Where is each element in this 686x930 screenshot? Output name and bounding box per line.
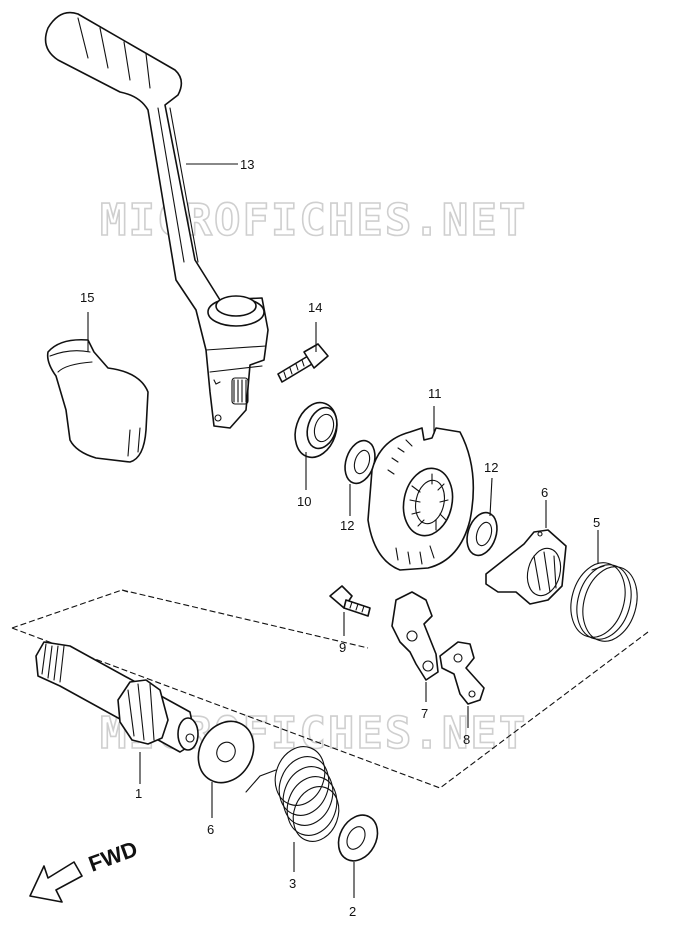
callout-13: 13 [240,157,254,172]
thrust-washer-right [466,511,498,557]
guide-plate [439,641,485,705]
fwd-label: FWD [85,836,141,877]
oil-seal [294,401,338,459]
callout-6-washer: 6 [207,822,214,837]
callout-14: 14 [308,300,322,315]
arrow-left-down-icon [29,861,83,903]
kick-shaft [35,641,199,753]
lever-bolt [277,343,329,383]
callouts: 13 15 14 11 12 6 5 10 12 9 7 8 1 6 3 2 [80,157,600,919]
spring-collar [337,814,379,862]
callout-15: 15 [80,290,94,305]
callout-12-left: 12 [340,518,354,533]
assembly-frame [11,589,649,789]
stopper-bolt [329,585,371,617]
lever-boot [46,338,149,463]
callout-12-right: 12 [484,460,498,475]
kick-spring [245,746,340,842]
callout-5: 5 [593,515,600,530]
callout-8: 8 [463,732,470,747]
return-spring [570,562,638,642]
callout-1: 1 [135,786,142,801]
callout-3: 3 [289,876,296,891]
kick-idle-gear [367,427,475,571]
ratchet-guide [485,529,567,605]
callout-2: 2 [349,904,356,919]
callout-9: 9 [339,640,346,655]
callout-6-guide: 6 [541,485,548,500]
leader-lines [87,163,599,898]
forward-direction-indicator: FWD [29,836,141,903]
stopper-plate [391,591,439,681]
kick-lever [44,11,269,429]
shaft-washer [197,720,255,784]
callout-11: 11 [428,386,442,401]
callout-7: 7 [421,706,428,721]
callout-10: 10 [297,494,311,509]
